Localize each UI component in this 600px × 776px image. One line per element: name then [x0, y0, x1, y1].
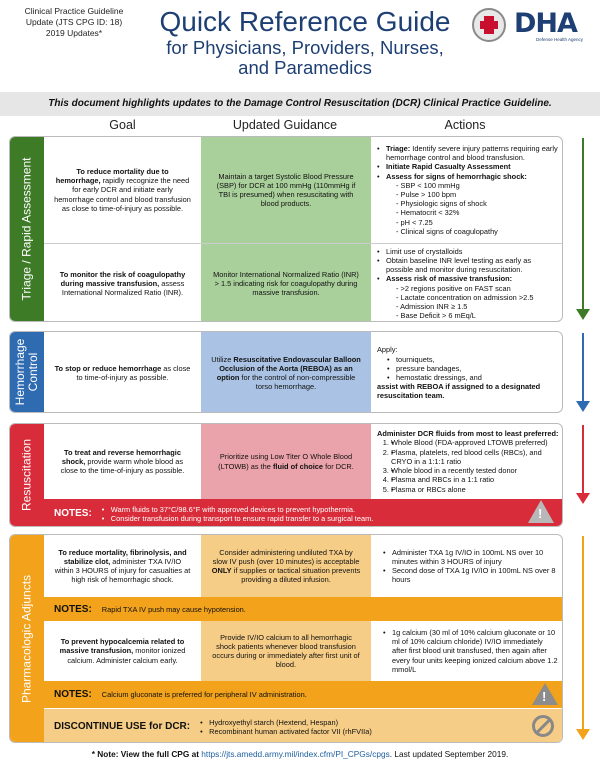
section-resuscitation: Resuscitation To treat and reverse hemor…	[9, 423, 563, 527]
triage-actions-1: Triage: Identify severe injury patterns …	[371, 137, 562, 243]
list-item: Assess for signs of hemorrhagic shock: -…	[377, 172, 559, 236]
adjuncts-actions-1: Administer TXA 1g IV/IO in 100mL NS over…	[371, 535, 562, 597]
subtitle-line-2: and Paramedics	[238, 57, 372, 78]
hemorrhage-guidance: Utilize Resuscitative Endovascular Ballo…	[201, 332, 371, 412]
footer-note: * Note: View the full CPG at https://jts…	[91, 749, 509, 759]
list-item: pressure bandages,	[387, 364, 559, 373]
arrow-down-icon	[576, 536, 590, 740]
discontinue-use: DISCONTINUE USE for DCR: Hydroxyethyl st…	[44, 708, 562, 742]
adjuncts-notes-1: NOTES: Rapid TXA IV push may cause hypot…	[44, 597, 562, 621]
adjuncts-goal-1: To reduce mortality, fibrinolysis, and s…	[54, 547, 191, 585]
list-item: Whole blood in a recently tested donor	[391, 466, 559, 475]
subtitle-line-1: for Physicians, Providers, Nurses,	[166, 37, 444, 58]
list-item: Limit use of crystalloids	[377, 247, 559, 256]
triage-actions-2: Limit use of crystalloids Obtain baselin…	[371, 244, 562, 321]
list-item: Recombinant human activated factor VII (…	[200, 727, 372, 736]
list-item: Plasma or RBCs alone	[391, 485, 559, 494]
adjuncts-guidance-2: Provide IV/IO calcium to all hemorrhagic…	[201, 621, 371, 681]
arrow-down-icon	[576, 425, 590, 504]
adjuncts-tab: Pharmacologic Adjuncts	[10, 535, 44, 742]
list-item: Plasma, platelets, red blood cells (RBCs…	[391, 448, 559, 466]
resuscitation-guidance: Prioritize using Low Titer O Whole Blood…	[201, 424, 371, 499]
adjuncts-label: Pharmacologic Adjuncts	[19, 574, 34, 703]
title-main: Quick Reference Guide	[159, 6, 451, 37]
arrow-down-icon	[576, 333, 590, 412]
list-item: Hydroxyethyl starch (Hextend, Hespan)	[200, 718, 372, 727]
divider	[44, 243, 562, 244]
triage-label: Triage / Rapid Assessment	[19, 157, 34, 301]
list-item: Second dose of TXA 1g IV/IO in 100mL NS …	[383, 566, 559, 584]
triage-guidance-2: Monitor International Normalized Ratio (…	[201, 244, 371, 321]
adjuncts-notes-2: NOTES: Calcium gluconate is preferred fo…	[44, 681, 562, 708]
column-goal: Goal	[109, 118, 136, 132]
logos: DHA Defense Health Agency	[472, 8, 592, 44]
list-item: 1g calcium (30 ml of 10% calcium glucona…	[383, 628, 559, 674]
list-item: Warm fluids to 37°C/98.6°F with approved…	[102, 505, 374, 514]
triage-guidance-1: Maintain a target Systolic Blood Pressur…	[201, 137, 371, 243]
list-item: Whole Blood (FDA-approved LTOWB preferre…	[391, 438, 559, 447]
warning-icon: !	[532, 683, 558, 705]
jts-seal-icon	[472, 8, 506, 42]
dha-logo-subtitle: Defense Health Agency	[536, 37, 584, 42]
adjuncts-goal-2: To prevent hypocalcemia related to massi…	[59, 637, 186, 665]
list-item: hemostatic dressings, and	[387, 373, 559, 382]
section-triage: Triage / Rapid Assessment To reduce mort…	[9, 136, 563, 322]
cpg-update-info: Clinical Practice Guideline Update (JTS …	[8, 6, 140, 39]
resuscitation-actions: Administer DCR fluids from most to least…	[371, 424, 562, 499]
column-actions: Actions	[444, 118, 486, 132]
intro-banner: This document highlights updates to the …	[0, 92, 600, 116]
list-item: Initiate Rapid Casualty Assessment	[377, 162, 559, 171]
section-pharmacologic-adjuncts: Pharmacologic Adjuncts To reduce mortali…	[9, 534, 563, 743]
list-item: tourniquets,	[387, 355, 559, 364]
resuscitation-goal: To treat and reverse hemorrhagic shock, …	[60, 447, 185, 476]
list-item: Plasma and RBCs in a 1:1 ratio	[391, 475, 559, 484]
warning-icon: !	[528, 500, 554, 523]
cpg-line-2: Update (JTS CPG ID: 18)	[25, 17, 123, 27]
adjuncts-actions-2: 1g calcium (30 ml of 10% calcium glucona…	[371, 621, 562, 681]
list-item: Assess risk of massive transfusion: - >2…	[377, 274, 559, 320]
resuscitation-tab: Resuscitation	[10, 424, 44, 526]
hemorrhage-actions: Apply: tourniquets, pressure bandages, h…	[371, 332, 562, 412]
prohibited-icon	[532, 715, 554, 737]
list-item: Triage: Identify severe injury patterns …	[377, 144, 559, 162]
hemorrhage-goal: To stop or reduce hemorrhage as close to…	[54, 363, 191, 382]
cpg-link[interactable]: https://jts.amedd.army.mil/index.cfm/PI_…	[201, 749, 390, 759]
resuscitation-notes: NOTES: Warm fluids to 37°C/98.6°F with a…	[44, 499, 562, 526]
adjuncts-guidance-1: Consider administering undiluted TXA by …	[201, 535, 371, 597]
list-item: Administer TXA 1g IV/IO in 100mL NS over…	[383, 548, 559, 566]
cpg-line-1: Clinical Practice Guideline	[24, 6, 124, 16]
column-guidance: Updated Guidance	[232, 118, 338, 132]
arrow-down-icon	[576, 138, 590, 320]
triage-goal-2: To monitor the risk of coagulopathy duri…	[59, 269, 186, 298]
dha-logo: DHA	[514, 8, 578, 39]
list-item: Obtain baseline INR level testing as ear…	[377, 256, 559, 274]
resuscitation-label: Resuscitation	[19, 438, 34, 512]
cpg-line-3: 2019 Updates*	[45, 28, 103, 38]
page-title: Quick Reference Guide for Physicians, Pr…	[140, 6, 470, 78]
triage-tab: Triage / Rapid Assessment	[10, 137, 44, 321]
triage-goal-1: To reduce mortality due to hemorrhage, r…	[54, 166, 191, 213]
list-item: Consider transfusion during transport to…	[102, 514, 374, 523]
